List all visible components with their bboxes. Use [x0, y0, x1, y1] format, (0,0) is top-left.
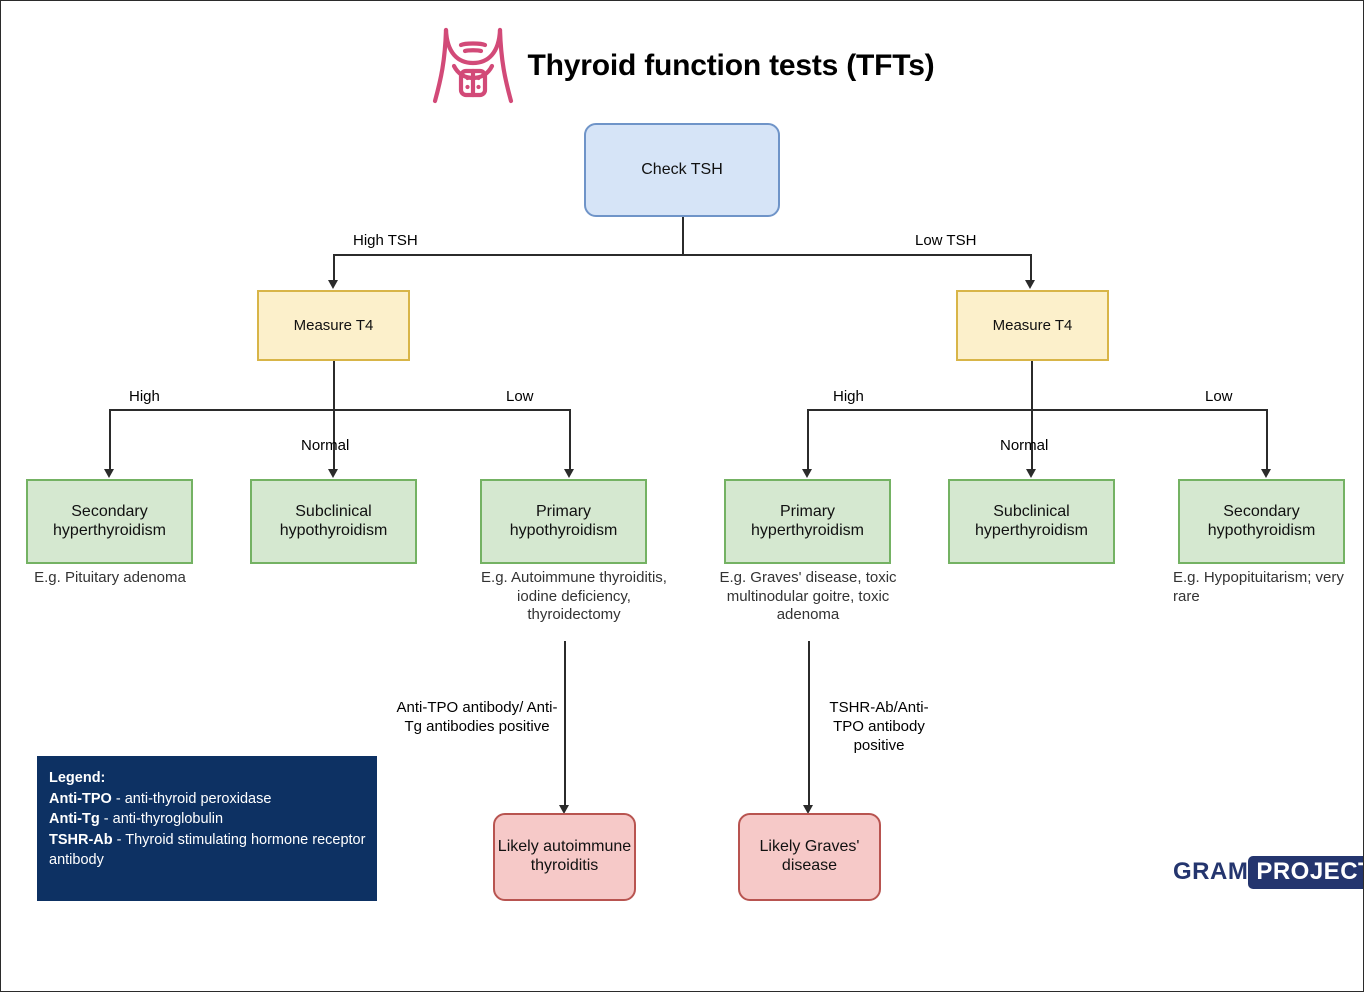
edge-label-left-high: High — [129, 388, 160, 405]
logo-gram-text: GRAM — [1173, 858, 1249, 885]
thyroid-neck-icon — [432, 27, 513, 104]
arrowhead-low-tsh — [1025, 280, 1035, 289]
node-secondary-hyperthyroidism[interactable]: Secondary hyperthyroidism — [26, 479, 193, 564]
edge-label-left-normal: Normal — [301, 437, 350, 454]
edge-label-right-normal: Normal — [1000, 437, 1049, 454]
connector-left-low-drop — [569, 409, 571, 471]
connector-right-low-drop — [1266, 409, 1268, 471]
legend-item: TSHR-Ab - Thyroid stimulating hormone re… — [49, 831, 366, 869]
connector-high-tsh-drop — [333, 254, 335, 282]
connector-root-stem — [682, 217, 684, 255]
connector-autoimmune-stem — [564, 641, 566, 809]
connector-level1-bar — [333, 254, 1030, 256]
caption-primary-hyperthyroidism: E.g. Graves' disease, toxic multinodular… — [719, 569, 897, 624]
node-subclinical-hypothyroidism[interactable]: Subclinical hypothyroidism — [250, 479, 417, 564]
node-secondary-hypothyroidism[interactable]: Secondary hypothyroidism — [1178, 479, 1345, 564]
connector-left-branch-bar — [109, 409, 569, 411]
node-subclinical-hyperthyroidism[interactable]: Subclinical hyperthyroidism — [948, 479, 1115, 564]
node-measure-t4-right[interactable]: Measure T4 — [956, 290, 1109, 361]
connector-left-t4-stem — [333, 361, 335, 409]
node-primary-hypothyroidism[interactable]: Primary hypothyroidism — [480, 479, 647, 564]
connector-left-high-drop — [109, 409, 111, 471]
connector-right-normal-drop — [1031, 409, 1033, 471]
gram-project-logo: GRAM PROJECT — [1173, 855, 1363, 889]
annotation-left-antibody: Anti-TPO antibody/ Anti-Tg antibodies po… — [396, 699, 558, 735]
arrowhead-left-low — [564, 469, 574, 478]
node-measure-t4-left[interactable]: Measure T4 — [257, 290, 410, 361]
caption-secondary-hyperthyroidism: E.g. Pituitary adenoma — [34, 569, 186, 586]
connector-right-branch-bar — [807, 409, 1267, 411]
edge-label-right-high: High — [833, 388, 864, 405]
connector-right-high-drop — [807, 409, 809, 471]
arrowhead-left-normal — [328, 469, 338, 478]
caption-secondary-hypothyroidism: E.g. Hypopituitarism; very rare — [1173, 569, 1344, 605]
legend-heading: Legend: — [49, 770, 106, 786]
arrowhead-high-tsh — [328, 280, 338, 289]
edge-label-low-tsh: Low TSH — [915, 232, 977, 249]
legend-item: Anti-Tg - anti-thyroglobulin — [49, 811, 224, 828]
legend-box: Legend: Anti-TPO - anti-thyroid peroxida… — [37, 756, 377, 901]
connector-right-t4-stem — [1031, 361, 1033, 409]
edge-label-high-tsh: High TSH — [353, 232, 418, 249]
arrowhead-right-high — [802, 469, 812, 478]
arrowhead-right-normal — [1026, 469, 1036, 478]
edge-label-left-low: Low — [506, 388, 534, 405]
annotation-right-antibody: TSHR-Ab/Anti-TPO antibody positive — [829, 699, 929, 754]
title-row: Thyroid function tests (TFTs) — [1, 23, 1363, 109]
page-title: Thyroid function tests (TFTs) — [527, 49, 935, 82]
connector-low-tsh-drop — [1030, 254, 1032, 282]
legend-item: Anti-TPO - anti-thyroid peroxidase — [49, 790, 272, 807]
logo-project-text: PROJECT — [1248, 855, 1363, 889]
node-primary-hyperthyroidism[interactable]: Primary hyperthyroidism — [724, 479, 891, 564]
arrowhead-left-high — [104, 469, 114, 478]
caption-primary-hypothyroidism: E.g. Autoimmune thyroiditis, iodine defi… — [481, 569, 667, 624]
node-likely-autoimmune-thyroiditis[interactable]: Likely autoimmune thyroiditis — [493, 813, 636, 901]
connector-left-normal-drop — [333, 409, 335, 471]
arrowhead-right-low — [1261, 469, 1271, 478]
node-likely-graves-disease[interactable]: Likely Graves' disease — [738, 813, 881, 901]
connector-graves-stem — [808, 641, 810, 809]
edge-label-right-low: Low — [1205, 388, 1233, 405]
node-check-tsh[interactable]: Check TSH — [584, 123, 780, 217]
arrowhead-autoimmune — [559, 805, 569, 814]
arrowhead-graves — [803, 805, 813, 814]
